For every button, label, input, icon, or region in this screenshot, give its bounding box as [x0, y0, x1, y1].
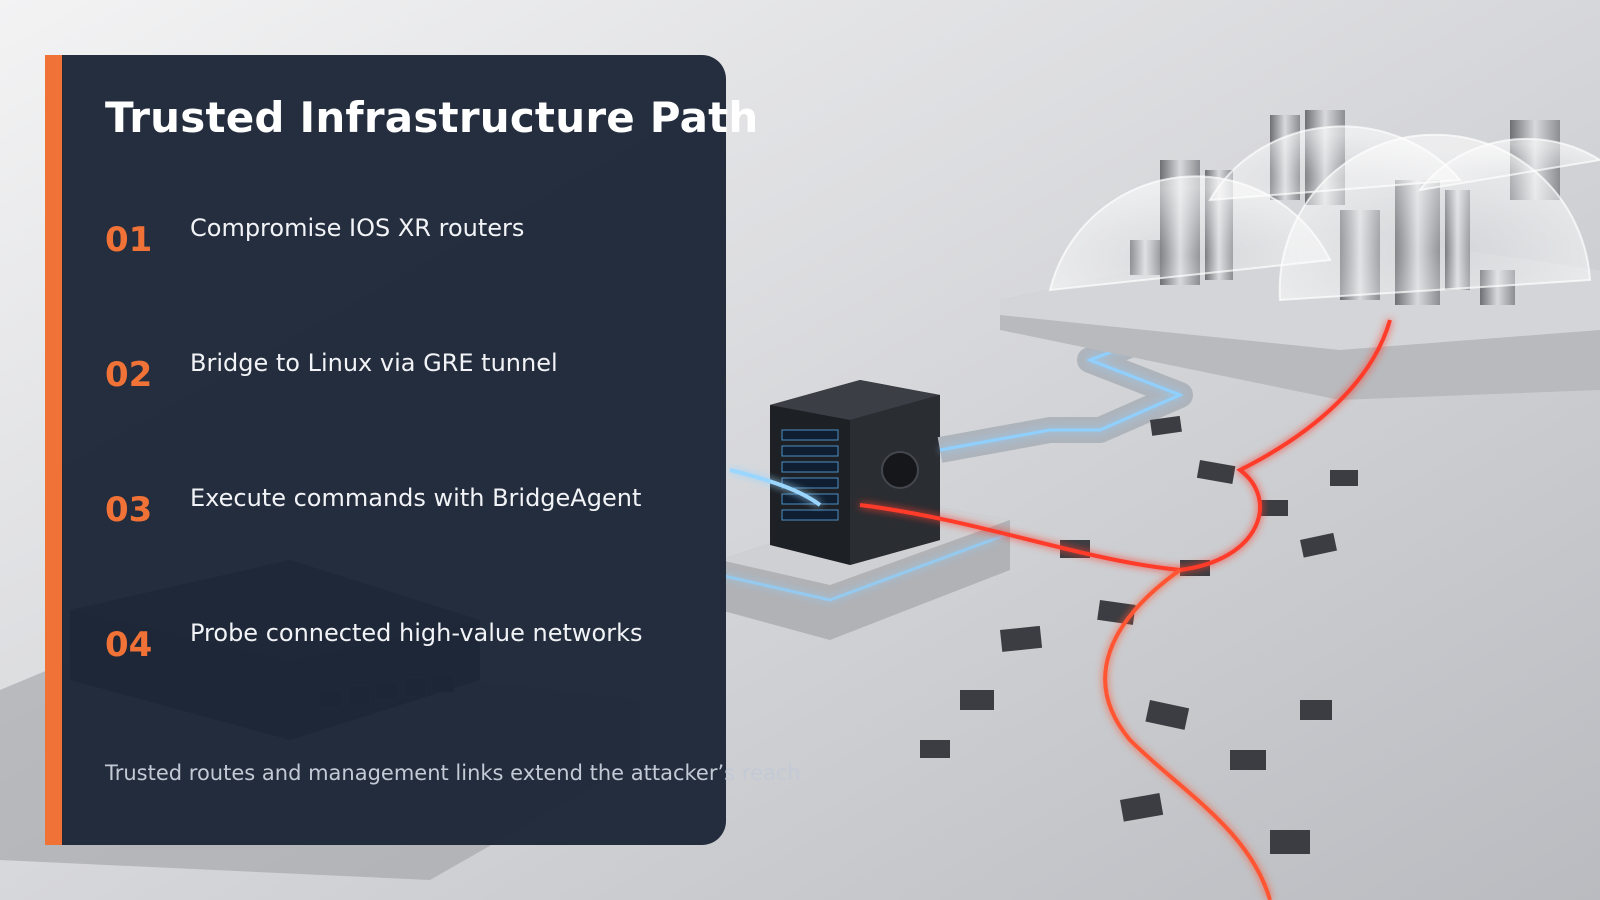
step-number: 04	[105, 625, 153, 665]
step-item: 01 Compromise IOS XR routers	[105, 214, 725, 280]
accent-bar	[45, 55, 63, 845]
content-panel: Trusted Infrastructure Path 01 Compromis…	[62, 55, 801, 845]
crumbling-path-icon	[859, 319, 1392, 900]
step-text: Execute commands with BridgeAgent	[190, 484, 642, 512]
step-text: Bridge to Linux via GRE tunnel	[190, 349, 558, 377]
server-tower-icon	[770, 380, 940, 565]
step-item: 04 Probe connected high-value networks	[105, 619, 725, 685]
step-text: Probe connected high-value networks	[190, 619, 643, 647]
step-number: 02	[105, 355, 153, 395]
step-text: Compromise IOS XR routers	[190, 214, 525, 242]
step-item: 02 Bridge to Linux via GRE tunnel	[105, 349, 725, 415]
step-number: 03	[105, 490, 153, 530]
step-item: 03 Execute commands with BridgeAgent	[105, 484, 725, 550]
data-center-icon	[1000, 110, 1600, 400]
slide-footer-caption: Trusted routes and management links exte…	[105, 761, 801, 785]
slide-title: Trusted Infrastructure Path	[105, 93, 759, 142]
step-number: 01	[105, 220, 153, 260]
